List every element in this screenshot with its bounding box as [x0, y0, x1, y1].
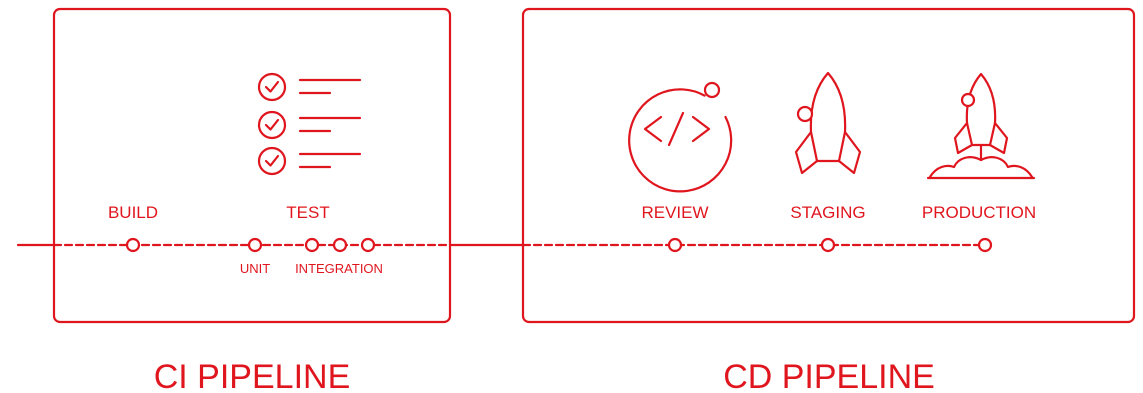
integration-label: INTEGRATION [295, 261, 383, 276]
unit-node [247, 237, 263, 253]
staging-label: STAGING [790, 203, 865, 222]
review-label: REVIEW [641, 203, 708, 222]
staging-node [820, 237, 836, 253]
cd-pipeline-box [521, 7, 1136, 324]
review-node [667, 237, 683, 253]
ci-pipeline-title: CI PIPELINE [154, 358, 351, 393]
integration-node-1 [304, 237, 320, 253]
unit-label: UNIT [240, 261, 270, 276]
build-node [125, 237, 141, 253]
test-checklist-icon [257, 72, 362, 176]
rocket-icon [794, 71, 862, 175]
production-label: PRODUCTION [922, 203, 1036, 222]
integration-node-3 [360, 237, 376, 253]
production-node [977, 237, 993, 253]
cd-pipeline-title: CD PIPELINE [723, 358, 935, 393]
rocket-launch-icon [926, 72, 1036, 180]
build-label: BUILD [108, 203, 158, 222]
code-review-icon [628, 81, 733, 193]
test-label: TEST [286, 203, 329, 222]
integration-node-2 [332, 237, 348, 253]
ci-pipeline-box [52, 7, 452, 324]
